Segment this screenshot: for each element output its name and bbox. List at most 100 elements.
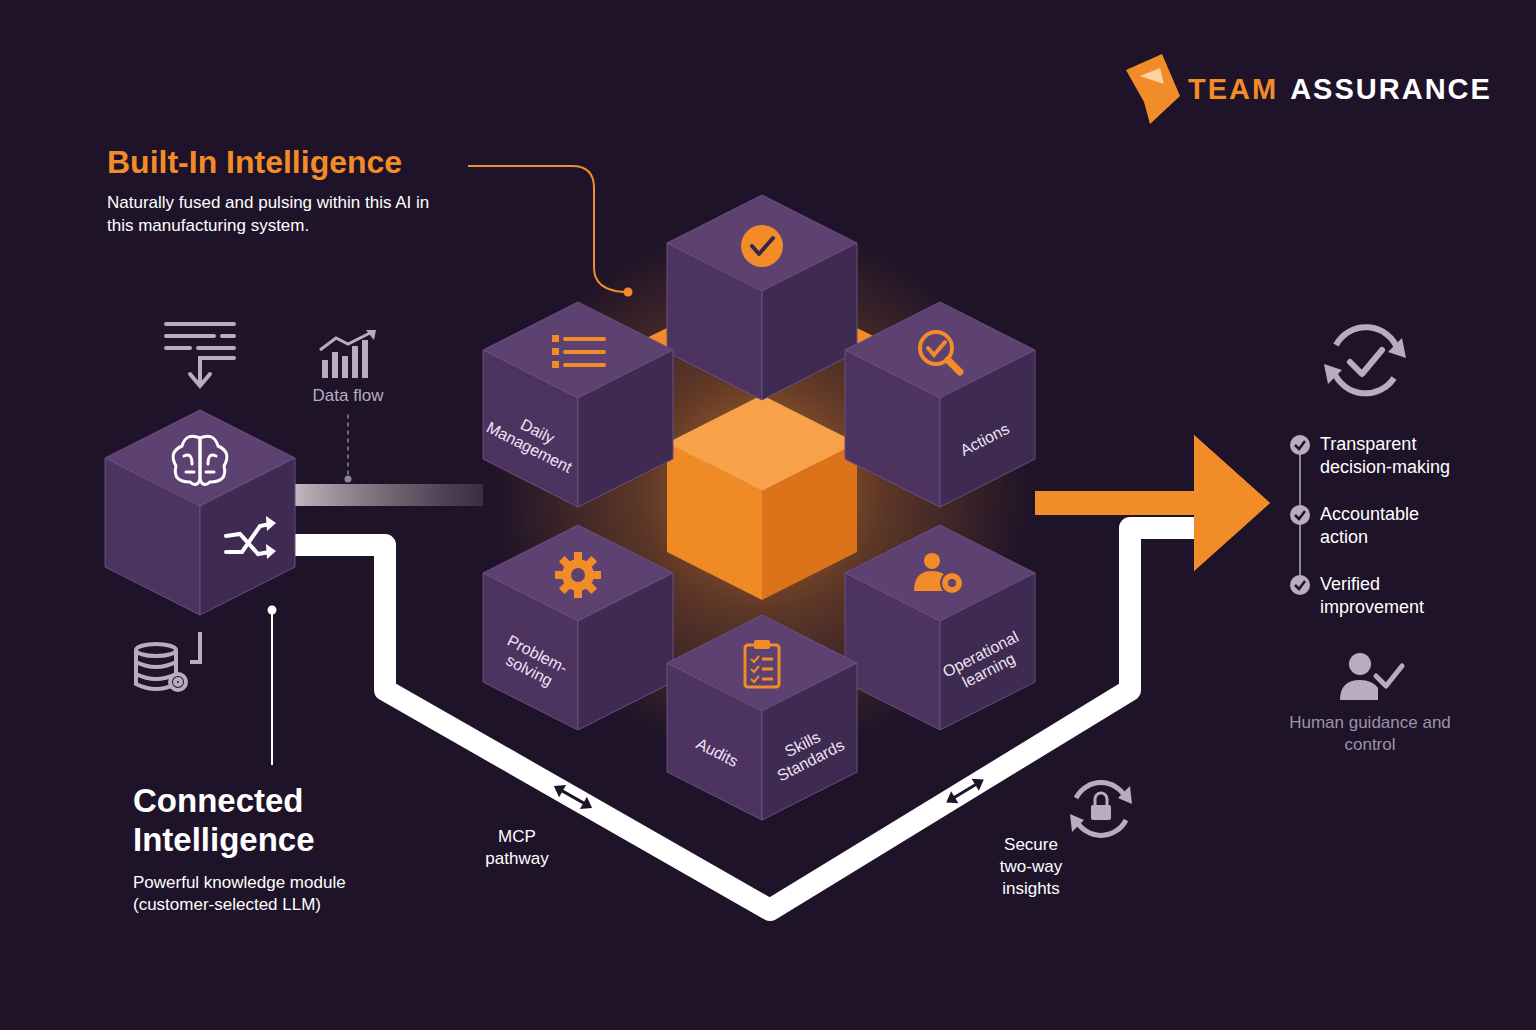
decoration [762, 668, 773, 671]
decoration [226, 534, 270, 554]
human-check-icon [1340, 653, 1402, 700]
search-icon [920, 332, 960, 372]
cube-shape [483, 302, 673, 507]
annotation: Secure two-way insights [989, 834, 1073, 900]
shuffle-icon [226, 516, 276, 559]
decoration [1376, 666, 1402, 686]
cycle-check-icon [1324, 327, 1406, 393]
decoration [762, 678, 773, 681]
decoration [322, 360, 328, 378]
cube-shape [483, 525, 673, 730]
decoration [342, 356, 348, 378]
decoration [1076, 783, 1126, 798]
outcome-item: Accountable action [1288, 503, 1470, 549]
decoration [1126, 54, 1180, 124]
decoration [1290, 505, 1310, 525]
cube-face [578, 350, 673, 507]
decoration [550, 780, 566, 797]
decoration [552, 361, 559, 368]
outcome-text: Transparent decision-making [1320, 434, 1450, 477]
cube-node: Problem-solving [483, 525, 673, 730]
decoration [1349, 653, 1371, 675]
decoration [1095, 793, 1107, 806]
arrow-head [1194, 435, 1270, 571]
decoration [362, 340, 368, 378]
decoration [166, 322, 234, 326]
filter-icon [166, 324, 234, 386]
cube-node: Daily Management [483, 302, 673, 507]
decoration [941, 572, 963, 594]
person-icon [914, 553, 963, 594]
decoration [751, 666, 759, 672]
logo-mark [1126, 54, 1180, 124]
decoration [745, 645, 779, 687]
decoration [552, 335, 559, 342]
decoration [1324, 364, 1342, 384]
decoration [762, 243, 857, 400]
cube-face [845, 350, 940, 507]
outcome-text: Accountable action [1320, 504, 1419, 547]
decoration [1336, 327, 1398, 350]
connector-label: Data flow [313, 386, 384, 406]
decoration [972, 774, 988, 791]
cube-shape [105, 410, 295, 615]
decoration [762, 443, 857, 600]
decoration [741, 225, 783, 267]
decoration [1140, 68, 1164, 84]
annotation: Human guidance and control [1285, 712, 1455, 756]
decoration [190, 632, 200, 662]
heading: Connected Intelligence [133, 782, 373, 860]
outcome-item: Verified improvement [1288, 573, 1470, 619]
decoration [266, 544, 276, 559]
decoration [562, 559, 594, 591]
decoration [175, 679, 181, 685]
connector-group [295, 495, 483, 496]
check-circle [1288, 573, 1312, 597]
decoration [136, 662, 176, 667]
outcome-list: Transparent decision-makingAccountable a… [1288, 433, 1478, 643]
decoration [1118, 786, 1132, 804]
cube-face [578, 573, 673, 730]
decoration [751, 676, 759, 682]
decoration [1290, 575, 1310, 595]
decoration [198, 346, 234, 350]
decoration [565, 337, 604, 341]
decoration [200, 436, 227, 484]
decoration [943, 791, 959, 808]
decoration [266, 516, 276, 531]
decoration [667, 243, 762, 400]
gear-icon [555, 552, 601, 598]
connector-group [295, 435, 1270, 910]
lock-cycle-icon [1070, 783, 1132, 836]
arrow-head [1194, 435, 1270, 571]
logo-text: ASSURANCE [1290, 72, 1492, 107]
decoration [752, 238, 773, 254]
cube-shape [667, 615, 857, 820]
decoration [565, 363, 604, 367]
outcome-item: Transparent decision-making [1288, 433, 1470, 479]
decoration [762, 658, 773, 661]
outcome-text: Verified improvement [1320, 574, 1424, 617]
two-way-mark [943, 774, 988, 809]
clip-icon [745, 640, 779, 687]
decoration [1295, 441, 1305, 449]
decoration [1295, 581, 1305, 589]
check-circle [1288, 433, 1312, 457]
cube-node: AuditsSkills Standards [667, 615, 857, 820]
decoration [1295, 511, 1305, 519]
decoration [166, 346, 190, 350]
cube-face [845, 573, 940, 730]
decoration [559, 789, 587, 805]
connector-label: MCP pathway [469, 826, 565, 870]
decoration [1091, 805, 1111, 820]
decoration [948, 579, 956, 587]
decoration [754, 640, 770, 649]
decoration [1290, 435, 1310, 455]
decoration [1388, 338, 1406, 358]
cube-node: Operational learning [845, 525, 1035, 730]
top-cube [667, 195, 857, 400]
decoration [565, 350, 604, 354]
decoration [352, 346, 358, 378]
